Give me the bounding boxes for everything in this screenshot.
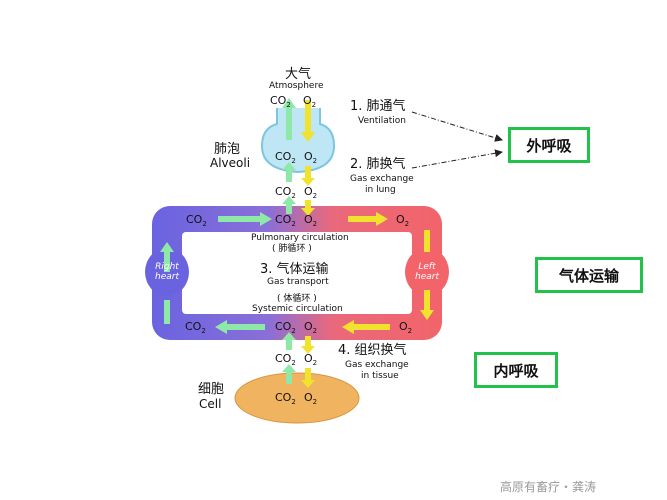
atmosphere-label-cn: 大气 [285,67,312,82]
watermark-text: 高原有畜疗・龚涛 [500,480,597,494]
cell-arrows [282,364,315,388]
ventilation-label-en: Ventilation [358,116,406,126]
top-flow-arrows [218,212,388,226]
gas-co2-cell: CO2 [275,391,296,407]
left-heart-shape [405,248,449,296]
ventilation-label-cn: 1. 肺通气 [350,99,406,114]
lung-exchange-label-en1: Gas exchange [350,174,414,184]
gas-o2-lung-blood: O2 [304,185,318,201]
transport-label-en: Gas transport [267,277,329,287]
gas-o2-systemic: O2 [304,320,318,336]
gas-co2-lung-blood: CO2 [275,185,296,201]
gas-o2-pulmonary: O2 [304,213,318,229]
gas-co2-pulmonary: CO2 [275,213,296,229]
tissue-exchange-label-en2: in tissue [361,371,399,381]
internal-respiration-box: 内呼吸 [474,352,558,388]
gas-co2-pulmonary-left: CO2 [186,213,207,229]
tissue-exchange-label-en1: Gas exchange [345,360,409,370]
ventilation-leader [411,111,503,142]
side-flow-arrows [160,230,434,324]
external-respiration-box: 外呼吸 [508,127,590,163]
lung-exchange-label-en2: in lung [365,185,396,195]
gas-co2-systemic: CO2 [275,320,296,336]
cell-label-cn: 细胞 [198,382,225,397]
systemic-circulation-cn: ( 体循环 ) [277,294,317,304]
tissue-exchange-label-cn: 4. 组织换气 [338,343,407,358]
gas-o2-systemic-right: O2 [399,320,413,336]
loop-inner-hole [182,232,412,314]
gas-co2-tissue-blood: CO2 [275,352,296,368]
pulmonary-arrows [282,196,315,216]
pulmonary-circulation-cn: ( 肺循环 ) [272,244,312,254]
transport-label-cn: 3. 气体运输 [260,262,329,277]
lung-exchange-leader [411,149,503,169]
alveoli-label-en: Alveoli [210,156,251,170]
systemic-circulation-en: Systemic circulation [252,304,343,314]
gas-o2-pulmonary-right: O2 [396,213,410,229]
gas-co2-atmosphere: CO2 [270,94,291,110]
gas-transport-box: 气体运输 [535,257,643,293]
cell-shape [234,372,360,424]
lung-exchange-label-cn: 2. 肺换气 [350,157,406,172]
gas-co2-systemic-left: CO2 [185,320,206,336]
atmosphere-label-en: Atmosphere [269,81,324,91]
gas-o2-atmosphere: O2 [303,94,317,110]
gas-o2-cell: O2 [304,391,318,407]
alveoli-shape [260,108,336,174]
gas-co2-alveoli: CO2 [275,150,296,166]
cell-label-en: Cell [199,397,222,411]
alveoli-label-cn: 肺泡 [214,142,241,157]
pulmonary-circulation-en: Pulmonary circulation [251,233,349,243]
gas-o2-alveoli: O2 [304,150,318,166]
systemic-arrows [282,332,315,354]
bottom-flow-arrows [215,320,390,334]
atmosphere-arrows [282,98,315,142]
alveoli-blood-arrows [282,162,315,186]
gas-o2-tissue-blood: O2 [304,352,318,368]
